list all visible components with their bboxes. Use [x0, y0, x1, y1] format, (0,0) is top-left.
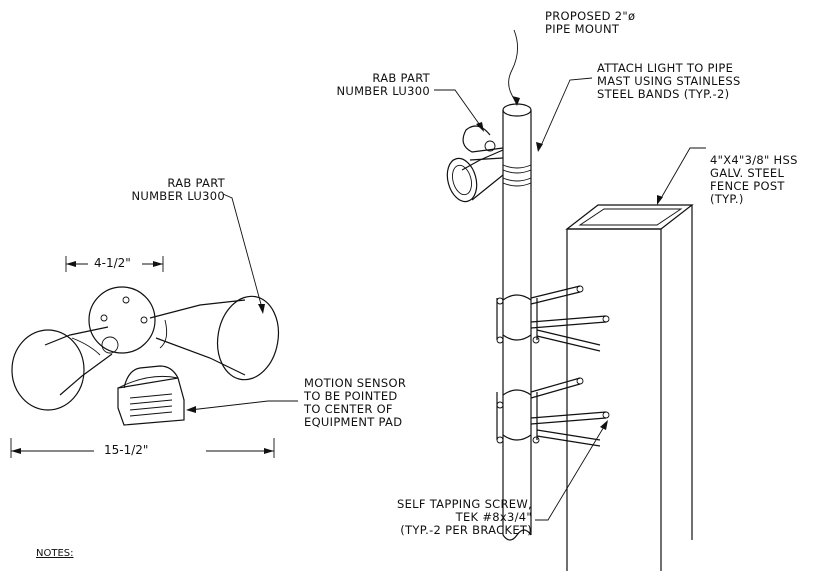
attach-light-label: ATTACH LIGHT TO PIPE MAST USING STAINLES…: [597, 62, 741, 101]
fence-post-line-3: FENCE POST: [710, 179, 785, 193]
motion-sensor-line-1: MOTION SENSOR: [304, 376, 407, 390]
lower-bracket: [496, 377, 610, 447]
self-tapping-line-2: TEK #8x3/4": [455, 510, 532, 524]
pipe-mount-line-1: PROPOSED 2"ø: [545, 9, 636, 23]
self-tapping-line-3: (TYP.-2 PER BRACKET): [400, 523, 532, 537]
upper-bracket: [496, 285, 610, 352]
dimension-lines: [10, 256, 275, 458]
motion-sensor-line-4: EQUIPMENT PAD: [304, 415, 403, 429]
motion-sensor-line-2: TO BE POINTED: [304, 389, 398, 403]
fence-post-line-4: (TYP.): [710, 192, 744, 206]
pipe-mast: [502, 103, 532, 541]
fence-post-line-1: 4"X4"3/8" HSS: [710, 153, 798, 167]
rab-part-top-line-1: RAB PART: [372, 71, 430, 85]
motion-sensor-label: MOTION SENSOR TO BE POINTED TO CENTER OF…: [304, 377, 406, 429]
self-tapping-line-1: SELF TAPPING SCREW,: [397, 497, 532, 511]
twin-head-fixture: [11, 286, 280, 426]
pipe-mount-label: PROPOSED 2"ø PIPE MOUNT: [545, 10, 635, 36]
rab-part-left-line-2: NUMBER LU300: [131, 189, 225, 203]
dimension-large: 15-1/2": [104, 443, 149, 457]
fence-post: [565, 204, 694, 571]
notes-heading: NOTES:: [36, 548, 74, 559]
pipe-fixture: [446, 125, 504, 203]
attach-light-line-3: STEEL BANDS (TYP.-2): [597, 87, 730, 101]
self-tapping-label: SELF TAPPING SCREW, TEK #8x3/4" (TYP.-2 …: [340, 498, 532, 537]
leader-lines: [186, 29, 706, 521]
fence-post-line-2: GALV. STEEL: [710, 166, 785, 180]
pipe-mount-line-2: PIPE MOUNT: [545, 22, 620, 36]
attach-light-line-1: ATTACH LIGHT TO PIPE: [597, 61, 734, 75]
dimension-small: 4-1/2": [94, 256, 131, 270]
rab-part-left-line-1: RAB PART: [167, 176, 225, 190]
fence-post-label: 4"X4"3/8" HSS GALV. STEEL FENCE POST (TY…: [710, 154, 798, 206]
motion-sensor-line-3: TO CENTER OF: [304, 402, 393, 416]
rab-part-left-label: RAB PART NUMBER LU300: [95, 177, 225, 203]
attach-light-line-2: MAST USING STAINLESS: [597, 74, 741, 88]
rab-part-top-label: RAB PART NUMBER LU300: [300, 72, 430, 98]
rab-part-top-line-2: NUMBER LU300: [336, 84, 430, 98]
